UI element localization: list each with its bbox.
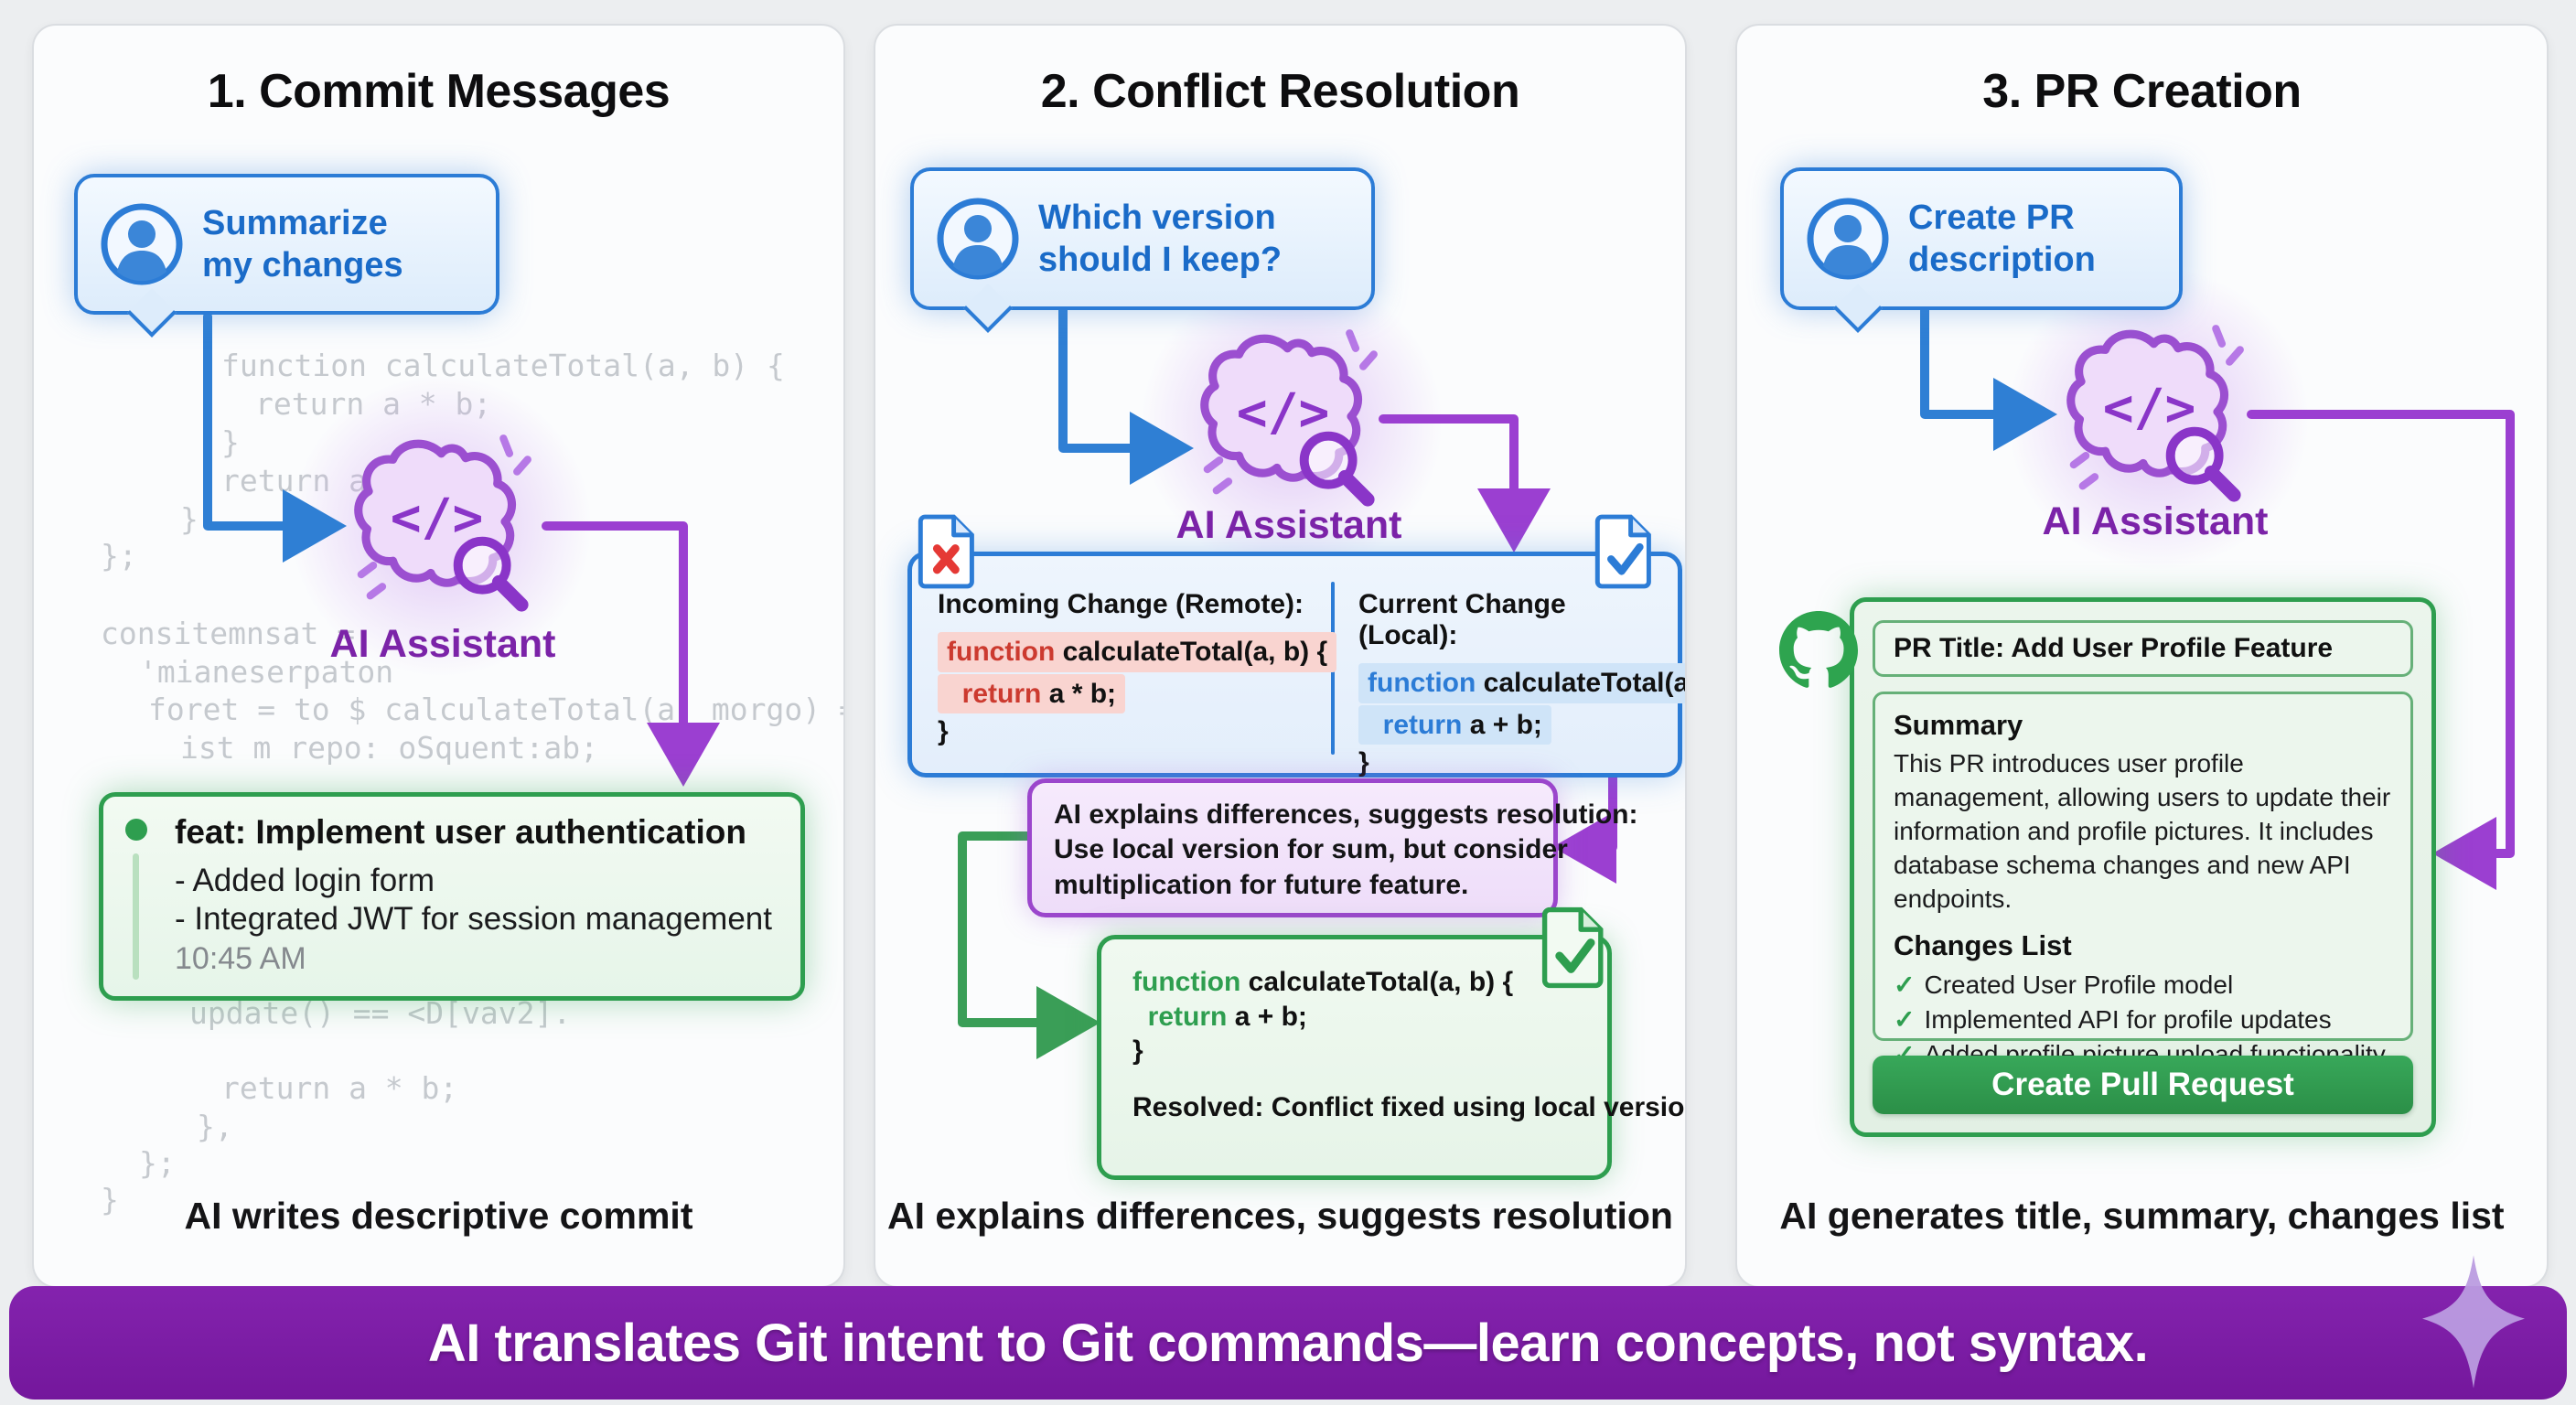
background-code-line: }; xyxy=(139,1145,176,1181)
conflict-comparison-card: Incoming Change (Remote): function calcu… xyxy=(907,552,1685,780)
code-text: a + b; xyxy=(1227,1001,1307,1032)
commit-title: feat: Implement user authentication xyxy=(175,813,746,851)
background-code-line: ist m repo: oSquent:ab; xyxy=(180,730,598,766)
tagline-banner: AI translates Git intent to Git commands… xyxy=(9,1286,2567,1400)
bubble-tail xyxy=(127,288,177,338)
background-code-line: update() == <D[vav2]. xyxy=(189,995,572,1031)
background-code-line: }; xyxy=(101,538,137,574)
bubble-tail xyxy=(963,284,1013,333)
resolved-file-icon xyxy=(1541,906,1604,989)
user-prompt-text: Summarize my changes xyxy=(202,203,403,284)
ai-assistant-label: AI Assistant xyxy=(329,622,556,666)
commit-message-card: feat: Implement user authentication - Ad… xyxy=(99,792,805,1001)
code-keyword: return xyxy=(1368,709,1463,740)
svg-text:</>: </> xyxy=(1237,383,1330,443)
sparkle-icon xyxy=(2422,1255,2525,1389)
code-text: } xyxy=(938,716,949,746)
resolved-code-card: function calculateTotal(a, b) { return a… xyxy=(1097,935,1687,1180)
panel-conflict-resolution: 2. Conflict Resolution Which version sho… xyxy=(874,24,1687,1288)
background-code-line: consitemnsat = xyxy=(101,616,356,651)
panel-title: 1. Commit Messages xyxy=(207,65,671,118)
code-keyword: return xyxy=(1132,1001,1228,1032)
commit-detail: - Added login form xyxy=(175,863,435,898)
summary-text: This PR introduces user profile manageme… xyxy=(1894,749,2391,913)
panel-title: 3. PR Creation xyxy=(1982,65,2302,118)
code-text: calculateTotal(a, b) { xyxy=(1055,637,1328,667)
incoming-change-column: Incoming Change (Remote): function calcu… xyxy=(938,589,1337,749)
pr-body-box: Summary This PR introduces user profile … xyxy=(1873,692,2413,1103)
ai-assistant-label: AI Assistant xyxy=(1175,503,1402,547)
changes-heading: Changes List xyxy=(1894,928,2072,961)
svg-text:</>: </> xyxy=(2103,379,2196,438)
tagline-text: AI translates Git intent to Git commands… xyxy=(427,1313,2149,1373)
user-avatar-icon xyxy=(1807,198,1889,280)
suggestion-line: multiplication for future feature. xyxy=(1054,869,1469,900)
background-code-line: } xyxy=(221,424,240,460)
code-text: } xyxy=(1132,1035,1143,1066)
pr-title-box: PR Title: Add User Profile Feature xyxy=(1873,620,2413,677)
change-item: ✓Created User Profile model xyxy=(1894,970,2234,999)
user-prompt-bubble: Create PR description xyxy=(1780,167,2183,333)
resolved-status: Resolved: Conflict fixed using local ver… xyxy=(1132,1091,1687,1122)
ai-assistant-label: AI Assistant xyxy=(2042,499,2269,543)
code-text: a * b; xyxy=(1041,678,1117,709)
accepted-file-icon xyxy=(1594,514,1651,589)
current-change-column: Current Change (Local): function calcula… xyxy=(1358,589,1685,780)
commit-branch-line xyxy=(133,853,139,980)
background-code-line: function calculateTotal(a, b) { xyxy=(221,348,785,383)
code-keyword: function xyxy=(947,637,1056,667)
pr-title: PR Title: Add User Profile Feature xyxy=(1894,633,2334,663)
code-keyword: function xyxy=(1132,967,1241,997)
pr-card: PR Title: Add User Profile Feature Summa… xyxy=(1850,597,2436,1137)
ai-brain-icon: </> xyxy=(1189,321,1386,518)
user-prompt-text: Create PR description xyxy=(1908,198,2096,279)
github-icon xyxy=(1779,611,1858,688)
code-text: a + b; xyxy=(1462,709,1542,740)
code-keyword: return xyxy=(947,678,1042,709)
background-code-line: }, xyxy=(197,1109,233,1144)
user-prompt-text: Which version should I keep? xyxy=(1038,198,1283,279)
background-code-line: return a * b; xyxy=(221,1070,458,1106)
user-avatar-icon xyxy=(101,203,183,285)
create-pull-request-button[interactable]: Create Pull Request xyxy=(1873,1056,2413,1114)
bubble-tail xyxy=(1833,284,1883,333)
background-code-line: } xyxy=(101,1182,119,1217)
ai-brain-icon: </> xyxy=(2055,316,2252,513)
commit-timestamp: 10:45 AM xyxy=(175,941,306,976)
svg-text:</>: </> xyxy=(391,488,484,548)
current-change-header: Current Change (Local): xyxy=(1358,589,1566,650)
user-prompt-bubble: Summarize my changes xyxy=(74,174,499,338)
check-icon: ✓ xyxy=(1894,1004,1916,1034)
code-text: } xyxy=(1358,747,1369,778)
suggestion-line: AI explains differences, suggests resolu… xyxy=(1054,799,1638,830)
panel-commit-messages: 1. Commit Messages function calculateTot… xyxy=(32,24,845,1288)
panel-title: 2. Conflict Resolution xyxy=(1040,65,1520,118)
panel-caption: AI explains differences, suggests resolu… xyxy=(887,1195,1673,1237)
panel-caption: AI writes descriptive commit xyxy=(184,1195,693,1237)
change-item: ✓Implemented API for profile updates xyxy=(1894,1004,2332,1034)
background-code-line: } xyxy=(180,501,199,537)
ai-brain-icon: </> xyxy=(343,426,540,623)
commit-detail: - Integrated JWT for session management xyxy=(175,901,772,937)
panel-caption: AI generates title, summary, changes lis… xyxy=(1779,1195,2505,1237)
summary-heading: Summary xyxy=(1894,709,2023,741)
background-code-line: 'mianeserpaton xyxy=(139,654,394,690)
check-icon: ✓ xyxy=(1894,970,1916,999)
commit-dot-icon xyxy=(125,819,147,841)
incoming-change-header: Incoming Change (Remote): xyxy=(938,589,1304,619)
user-avatar-icon xyxy=(937,198,1019,280)
conflict-file-icon xyxy=(918,514,974,589)
code-text: calculateTotal(a, b) { xyxy=(1483,668,1687,698)
panel-pr-creation: 3. PR Creation Create PR description </> xyxy=(1735,24,2549,1288)
ai-suggestion-card: AI explains differences, suggests resolu… xyxy=(1027,778,1638,917)
suggestion-line: Use local version for sum, but consider xyxy=(1054,834,1568,865)
user-prompt-bubble: Which version should I keep? xyxy=(910,167,1375,333)
code-text: calculateTotal(a, b) { xyxy=(1240,967,1514,997)
background-code-line: foret = to $ calculateTotal(a, morgo) =>… xyxy=(148,692,845,727)
code-keyword: function xyxy=(1368,668,1476,698)
